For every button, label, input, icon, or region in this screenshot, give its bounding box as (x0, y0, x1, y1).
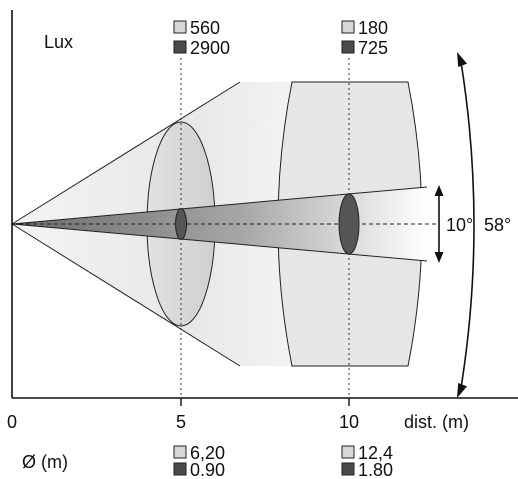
wide-angle-arrow (457, 52, 475, 398)
narrow-beam-lower-edge (11, 223, 428, 262)
x-axis-label: dist. (m) (404, 412, 469, 432)
diameter-wide-10m: 12,4 (358, 443, 393, 463)
diameter-narrow-5m: 0.90 (190, 460, 225, 479)
diameter-label: Ø (m) (22, 452, 68, 472)
wide-swatch-10m (341, 20, 355, 34)
wide-beam-lower-edge (11, 223, 241, 367)
narrow-swatch-5m (173, 40, 187, 54)
narrow-swatch-dia-10m (341, 462, 355, 476)
lux-wide-5m: 560 (190, 18, 220, 38)
lux-unit-label: Lux (44, 32, 73, 52)
diameter-narrow-10m: 1.80 (358, 460, 393, 479)
lux-narrow-10m: 725 (358, 38, 388, 58)
narrow-beam-section-5m (175, 208, 187, 240)
diameter-wide-5m: 6,20 (190, 443, 225, 463)
wide-angle-label: 58° (484, 215, 511, 235)
wide-swatch-dia-5m (173, 445, 187, 459)
narrow-beam-cone (12, 187, 427, 261)
x-tick-label-0: 0 (7, 412, 17, 432)
lux-wide-10m: 180 (358, 18, 388, 38)
x-tick-label-5: 5 (176, 412, 186, 432)
narrow-angle-label: 10° (446, 215, 473, 235)
x-tick-label-10: 10 (339, 412, 359, 432)
narrow-swatch-10m (341, 40, 355, 54)
wide-swatch-5m (173, 20, 187, 34)
wide-beam-upper-edge (11, 81, 241, 225)
narrow-angle-arrow (434, 185, 444, 263)
wide-swatch-dia-10m (341, 445, 355, 459)
narrow-beam-upper-edge (11, 186, 428, 225)
lux-narrow-5m: 2900 (190, 38, 230, 58)
narrow-beam-section-10m (338, 193, 360, 255)
narrow-swatch-dia-5m (173, 462, 187, 476)
